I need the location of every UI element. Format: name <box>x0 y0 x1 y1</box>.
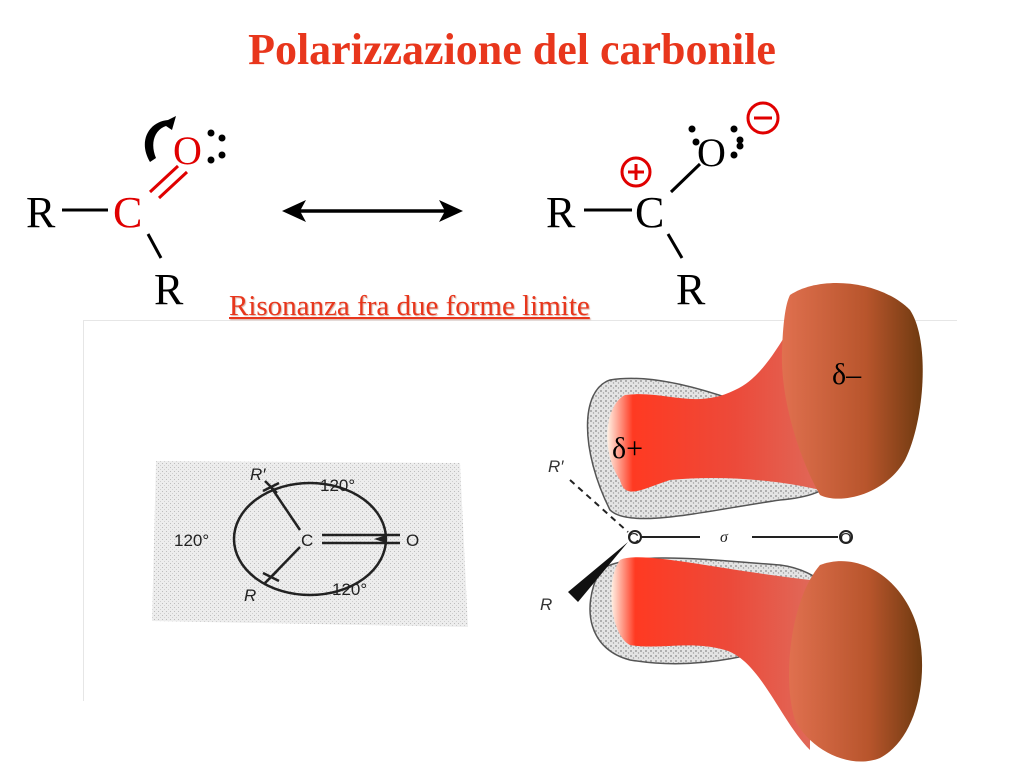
delta-minus-label: δ– <box>832 358 862 391</box>
carbon-atom: C <box>635 188 664 237</box>
substituent-r-bottom: R <box>154 265 184 314</box>
label-c: C <box>301 531 313 550</box>
substituent-r-left: R <box>546 188 576 237</box>
label-r: R <box>540 595 552 614</box>
angle-left-label: 120° <box>174 531 209 550</box>
oxygen-atom: O <box>173 128 202 173</box>
trigonal-geometry-figure: R′ 120° 120° C O R 120° <box>152 461 468 627</box>
label-sigma: σ <box>720 529 729 546</box>
carbonyl-orbital-figure: δ– δ+ R′ R C O σ <box>540 283 923 762</box>
resonance-arrow-icon <box>282 200 463 222</box>
label-c: C <box>628 530 639 547</box>
label-r-prime: R′ <box>250 465 266 484</box>
label-r-prime: R′ <box>548 457 564 476</box>
figure-panel <box>83 320 957 701</box>
angle-top-label: 120° <box>320 476 355 495</box>
label-r: R <box>244 586 256 605</box>
substituent-r-left: R <box>26 188 56 237</box>
slide-title: Polarizzazione del carbonile <box>248 25 776 74</box>
curved-arrow-icon <box>144 116 176 162</box>
oxygen-atom: O <box>697 130 726 175</box>
positive-charge-icon <box>620 156 652 188</box>
label-o: O <box>406 531 419 550</box>
delta-plus-label: δ+ <box>612 432 643 465</box>
label-o: O <box>840 530 852 547</box>
slide-subtitle: Risonanza fra due forme limite <box>229 290 590 322</box>
negative-charge-icon <box>746 101 780 135</box>
substituent-r-bottom: R <box>676 265 706 314</box>
left-resonance-structure: O R C R <box>26 116 226 314</box>
carbon-atom: C <box>113 188 142 237</box>
right-resonance-structure: O R C R <box>546 101 780 314</box>
angle-bottom-label: 120° <box>332 580 367 599</box>
